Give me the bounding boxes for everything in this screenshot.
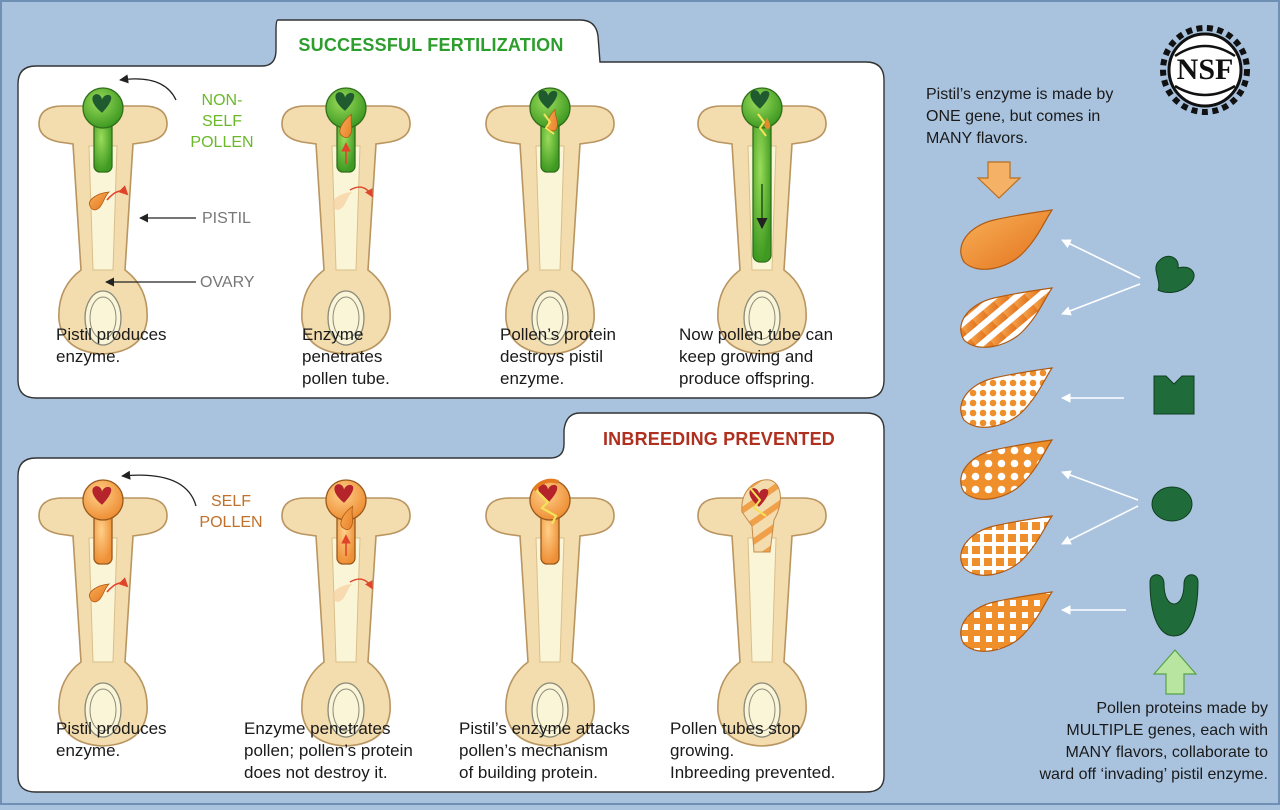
enzyme-flavor-1 [960,209,1053,270]
top-step2-caption: Enzyme penetrates pollen tube. [302,325,390,388]
bottom-step3-caption: Pistil’s enzyme attacks pollen’s mechani… [459,719,630,782]
top-step4-caption: Now pollen tube can keep growing and pro… [679,325,834,388]
pollen-pointer-top [119,74,177,101]
non-self-pollen-label: NON-SELF POLLEN [190,92,254,151]
bottom-step3-pistil [485,478,615,747]
protein-up-arrow [1152,649,1198,695]
enzyme-flavor-3 [960,367,1053,428]
top-step1-pistil [38,87,168,355]
top-panel [17,19,885,399]
bottom-step2-pistil [281,479,411,747]
bottom-step2-caption: Enzyme penetrates pollen; pollen’s prote… [244,719,413,782]
enzyme-flavor-6 [960,591,1053,652]
top-panel-title: SUCCESSFUL FERTILIZATION [298,35,564,55]
ovary-label: OVARY [200,274,255,291]
top-step2-pistil [281,87,411,355]
bottom-step1-pistil [38,479,168,747]
side-bottom-text: Pollen proteins made by MULTIPLE genes, … [1039,700,1268,783]
protein-oval [1151,486,1193,522]
bottom-panel-title: INBREEDING PREVENTED [602,429,836,449]
pollen-pointer-bottom [121,470,197,507]
top-step3-pistil [485,87,615,355]
protein-heart [1155,255,1195,293]
top-step3-caption: Pollen’s protein destroys pistil enzyme. [500,325,616,388]
bottom-step4-caption: Pollen tubes stop growing. Inbreeding pr… [670,719,836,782]
pistil-label: PISTIL [202,210,251,227]
protein-u [1149,574,1199,637]
nsf-logo [1160,25,1250,115]
matching-arrows [1061,239,1141,615]
enzyme-flavor-2 [960,287,1053,348]
top-step4-pistil [697,87,827,355]
enzyme-down-arrow [976,161,1022,199]
bottom-step4-pistil [697,479,827,747]
side-top-text: Pistil’s enzyme is made by ONE gene, but… [926,86,1114,147]
bottom-step1-caption: Pistil produces enzyme. [56,719,167,760]
nsf-logo-text: NSF [1176,53,1234,86]
self-pollen-label: SELF POLLEN [199,493,263,531]
bottom-panel [17,412,885,793]
enzyme-flavor-4 [960,439,1053,500]
enzyme-flavor-5 [960,515,1053,576]
top-step1-caption: Pistil produces enzyme. [56,325,167,366]
protein-notch [1153,375,1195,415]
